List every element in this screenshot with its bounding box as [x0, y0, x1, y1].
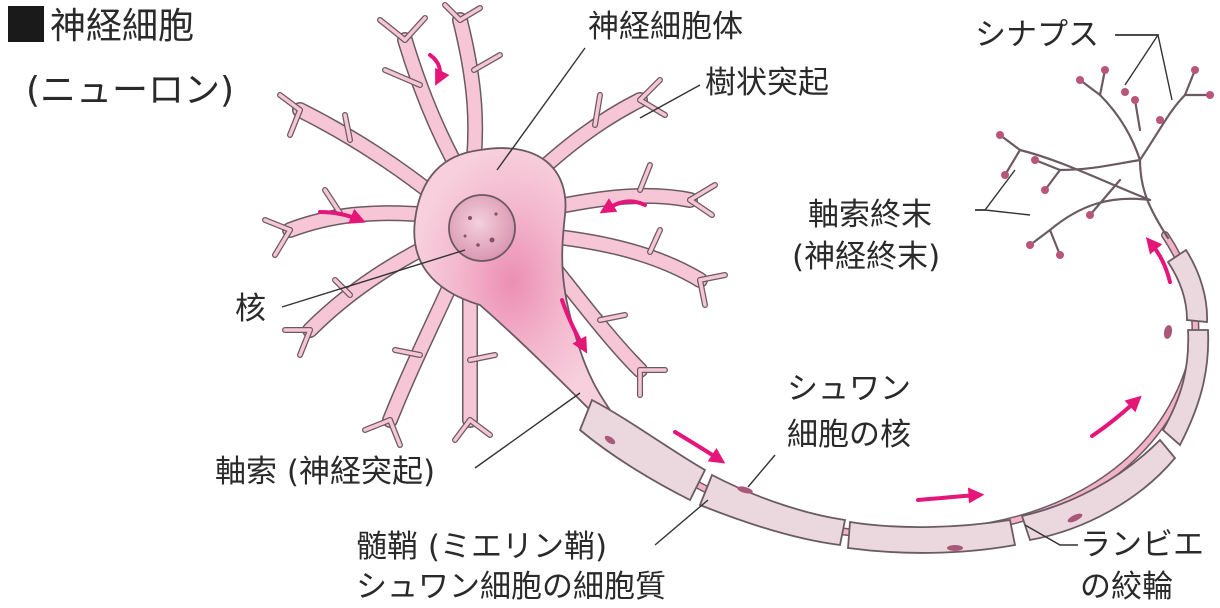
diagram-title: 神経細胞 — [8, 6, 194, 48]
synaptic-bulbs — [996, 66, 1214, 259]
cell-body — [414, 148, 610, 416]
label-dendrite: 樹状突起 — [705, 66, 829, 100]
label-schwann-nucleus-1: シュワン — [787, 372, 911, 406]
label-cell-body: 神経細胞体 — [588, 10, 743, 44]
label-nerve-terminal: (神経終末) — [792, 240, 940, 274]
square-bullet-icon — [8, 6, 44, 42]
label-node-of-ranvier-1: ランビエ — [1080, 528, 1204, 562]
label-schwann-cytoplasm: シュワン細胞の細胞質 — [356, 570, 666, 604]
label-axon-terminal: 軸索終末 — [808, 198, 932, 232]
label-myelin-sheath: 髄鞘 (ミエリン鞘) — [356, 530, 607, 564]
title-text: 神経細胞 — [50, 6, 194, 47]
label-axon: 軸索 (神経突起) — [215, 455, 435, 489]
label-schwann-nucleus-2: 細胞の核 — [787, 418, 911, 452]
label-synapse: シナプス — [975, 18, 1099, 52]
axon-terminals — [1000, 70, 1210, 255]
label-node-of-ranvier-2: の絞輪 — [1080, 570, 1173, 604]
label-nucleus: 核 — [235, 292, 266, 326]
nucleus — [449, 195, 515, 261]
diagram-subtitle: (ニューロン) — [26, 70, 234, 112]
